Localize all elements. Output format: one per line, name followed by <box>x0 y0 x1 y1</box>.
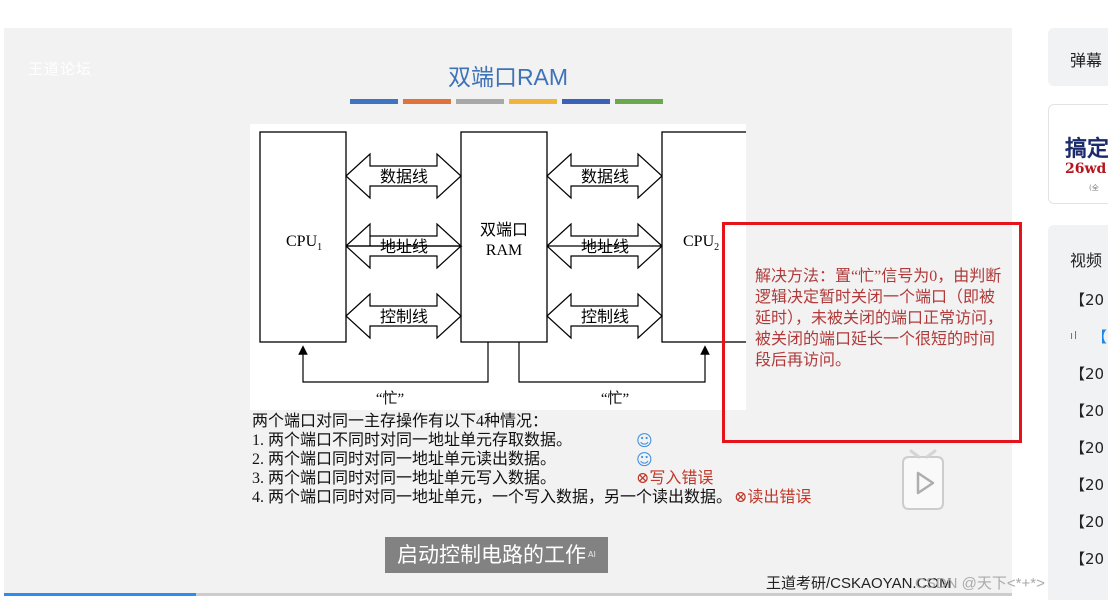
case-3: 3. 两个端口同时对同一地址单元写入数据。⊗写入错误 <box>252 469 811 488</box>
csdn-watermark: CSDN @天下<*+*> <box>915 572 1045 593</box>
color-bar-segment <box>562 99 610 104</box>
smile-icon: ☺ <box>636 431 653 450</box>
case-2: 2. 两个端口同时对同一地址单元读出数据。☺ <box>252 450 811 469</box>
video-player[interactable]: 王道论坛 双端口RAM <box>0 0 1030 600</box>
playlist-heading: 视频 <box>1070 247 1102 271</box>
solution-text: 解决方法：置“忙”信号为0，由判断逻辑决定暂时关闭一个端口（即被延时），未被关闭… <box>755 266 1005 371</box>
right-ctrl-bus-label: 控制线 <box>581 308 629 326</box>
ad-note: (全 <box>1089 183 1099 193</box>
solution-callout: 解决方法：置“忙”信号为0，由判断逻辑决定暂时关闭一个端口（即被延时），未被关闭… <box>722 222 1022 443</box>
danmaku-label: 弹幕 <box>1070 47 1102 71</box>
ad-subtitle: 26wd <box>1065 161 1106 177</box>
color-bar-segment <box>509 99 557 104</box>
playlist-item[interactable]: 【20 <box>1070 511 1104 532</box>
playlist-item[interactable]: 【 <box>1092 326 1107 347</box>
playlist-item[interactable]: 【20 <box>1070 363 1104 384</box>
playlist-item[interactable]: 【20 <box>1070 400 1104 421</box>
playlist-item[interactable]: 【20 <box>1070 289 1104 310</box>
busy-label-left: “忙” <box>376 390 404 407</box>
left-ctrl-bus-label: 控制线 <box>380 308 428 326</box>
dual-port-ram-diagram: CPU1 CPU2 双端口 RAM 数据线 地址线 控制线 数据线 地址线 控制… <box>250 124 746 410</box>
ram-label-1: 双端口 <box>480 221 528 239</box>
busy-line-right <box>519 342 705 382</box>
color-bar-segment <box>403 99 451 104</box>
ad-banner[interactable]: 搞定 26wd (全 <box>1048 104 1108 204</box>
play-icon[interactable] <box>893 447 953 517</box>
progress-fill <box>4 593 196 596</box>
left-data-bus-label: 数据线 <box>380 168 428 186</box>
playlist-item[interactable]: 【20 <box>1070 437 1104 458</box>
danmaku-panel[interactable]: 弹幕 <box>1048 28 1108 86</box>
color-bar-segment <box>456 99 504 104</box>
busy-line-left <box>303 342 488 382</box>
smile-icon: ☺ <box>636 450 653 469</box>
color-bar-segment <box>615 99 663 104</box>
slide-title: 双端口RAM <box>4 58 1012 92</box>
color-bar-segment <box>350 99 398 104</box>
ai-tag: AI <box>588 550 596 559</box>
playlist-item[interactable]: 【20 <box>1070 548 1104 569</box>
progress-bar[interactable] <box>4 593 1012 596</box>
title-color-bar <box>350 99 663 104</box>
busy-label-right: “忙” <box>601 390 629 407</box>
write-error-label: ⊗写入错误 <box>636 469 713 488</box>
right-addr-bus-label: 地址线 <box>581 238 629 256</box>
case-4: 4. 两个端口同时对同一地址单元，一个写入数据，另一个读出数据。⊗读出错误 <box>252 488 811 507</box>
now-playing-icon: ıl <box>1070 329 1078 342</box>
right-data-bus-label: 数据线 <box>581 168 629 186</box>
left-addr-bus-label: 地址线 <box>380 238 428 256</box>
ad-title: 搞定 <box>1065 131 1108 163</box>
read-error-label: ⊗读出错误 <box>734 489 811 506</box>
ram-label-2: RAM <box>486 242 522 259</box>
playlist-item[interactable]: 【20 <box>1070 474 1104 495</box>
